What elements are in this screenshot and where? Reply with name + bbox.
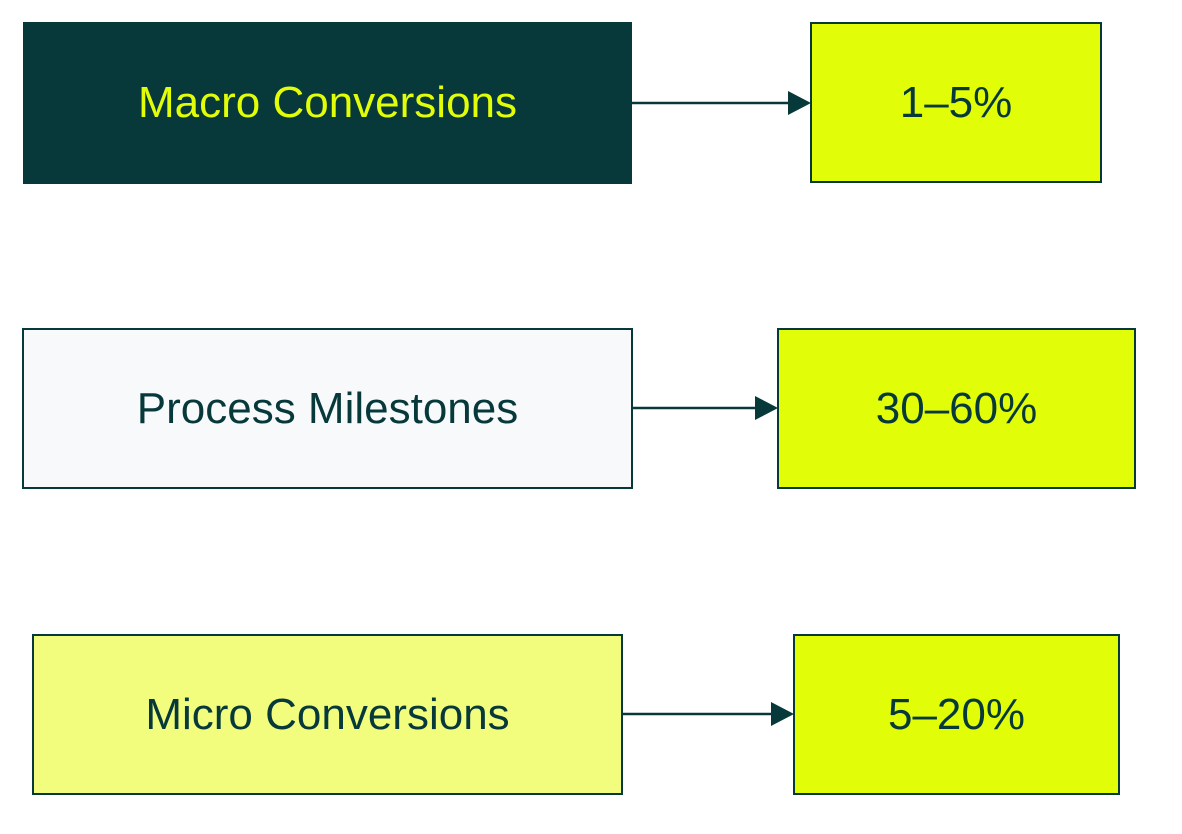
macro-conversions-label: Macro Conversions [137,78,518,127]
arrow-micro [623,702,794,726]
micro-conversions-rate-box: 5–20% [793,634,1120,795]
macro-conversions-rate-box: 1–5% [810,22,1102,183]
process-milestones-label: Process Milestones [136,383,519,433]
arrow-macro [632,91,811,115]
arrow-process [633,396,778,420]
process-milestones-box: Process Milestones [22,328,633,489]
micro-conversions-box: Micro Conversions [32,634,623,795]
macro-conversions-box: Macro Conversions [23,22,632,184]
process-milestones-rate-box: 30–60% [777,328,1136,489]
macro-conversions-rate: 1–5% [899,77,1013,127]
micro-conversions-rate: 5–20% [887,689,1025,739]
micro-conversions-label: Micro Conversions [145,689,510,739]
process-milestones-rate: 30–60% [875,383,1038,433]
